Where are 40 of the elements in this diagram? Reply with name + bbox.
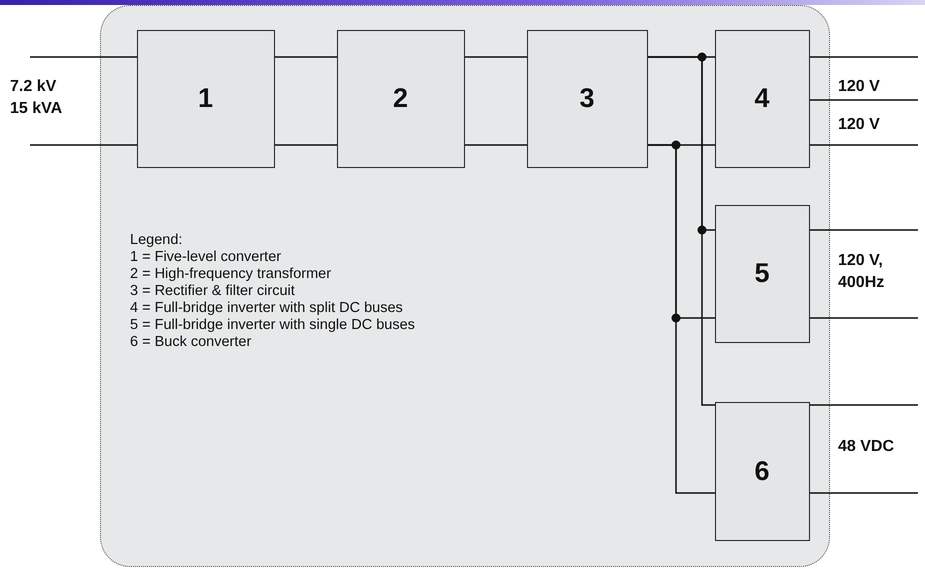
wire (810, 404, 918, 406)
converter-block (136, 30, 274, 168)
voltage-label: 120 V (838, 77, 880, 97)
converter-block (714, 30, 810, 168)
legend-entry: 4 = Full-bridge inverter with split DC buses (130, 300, 403, 317)
wire (275, 144, 337, 146)
voltage-label: 48 VDC (838, 437, 894, 457)
converter-block (526, 30, 648, 168)
legend-entry: 1 = Five-level converter (130, 249, 282, 266)
wire (275, 56, 337, 58)
system-panel (100, 5, 830, 567)
legend-entry: 3 = Rectifier & filter circuit (130, 283, 295, 300)
block-number: 2 (392, 83, 408, 114)
block-number: 5 (754, 258, 770, 289)
wire (465, 144, 527, 146)
wire (465, 56, 527, 58)
wire (30, 144, 137, 146)
voltage-label: 7.2 kV 15 kVA (10, 77, 64, 119)
wire (810, 99, 918, 101)
block-number: 1 (198, 83, 214, 114)
legend-entry: 5 = Full-bridge inverter with single DC buses (130, 317, 415, 334)
legend-entry: 6 = Buck converter (130, 334, 252, 351)
wire (648, 56, 715, 406)
legend-entry: 2 = High-frequency transformer (130, 266, 332, 283)
legend-title: Legend: (130, 232, 182, 249)
block-number: 6 (754, 456, 770, 486)
wire (810, 56, 918, 58)
converter-block (336, 30, 464, 168)
block-number: 3 (579, 83, 595, 114)
voltage-label: 120 V (838, 115, 880, 135)
wire (810, 144, 918, 146)
wire (30, 56, 137, 58)
wire (810, 492, 918, 494)
wire (810, 317, 918, 319)
converter-block (714, 204, 810, 342)
wire (648, 144, 715, 494)
converter-block (714, 402, 810, 540)
voltage-label: 120 V, 400Hz (838, 251, 886, 293)
block-number: 4 (754, 83, 770, 114)
wire (810, 229, 918, 231)
